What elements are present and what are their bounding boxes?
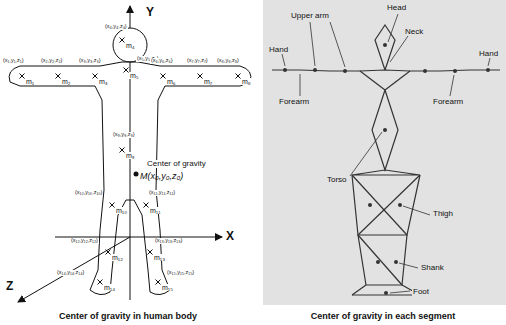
mass-label: m₁₃ <box>153 254 166 261</box>
segment-label: Foot <box>412 288 430 296</box>
coordinate-label: (x₁₀,y₁₀,z₁₀) <box>74 190 103 196</box>
mass-label: m₈ <box>241 78 252 85</box>
z-axis <box>18 237 130 302</box>
coordinate-label: (x₁₃,y₁₃,z₁₃) <box>154 238 183 244</box>
stick-figure <box>272 25 500 295</box>
coordinate-label: (x₉,y₉,z₉) <box>112 132 136 138</box>
segment-label: Neck <box>404 28 424 36</box>
segment-label: Torso <box>326 176 348 184</box>
mass-cross <box>236 74 241 79</box>
body-outline <box>9 62 251 295</box>
coordinate-label: (x₈,y₈,z₈) <box>216 58 240 64</box>
coordinate-label: (x₁,y₁,z₁) <box>2 58 25 64</box>
mass-label: m₁₁ <box>149 207 162 214</box>
coordinate-label: (x₇,y₇,z₇) <box>186 58 209 64</box>
segment-label: Upper arm <box>290 12 330 20</box>
mass-cross <box>98 280 103 285</box>
coordinate-label: (x₃,y₃,z₃) <box>78 58 102 64</box>
mass-label: m₄ <box>125 42 136 49</box>
segment-label: Hand <box>268 46 289 54</box>
mass-cross <box>56 74 61 79</box>
mass-cross <box>120 148 125 153</box>
mass-cross <box>161 74 166 79</box>
mass-cross <box>148 250 153 255</box>
mass-cross <box>93 74 98 79</box>
axis-label: Z <box>6 280 13 292</box>
axis-label: Y <box>146 6 154 18</box>
mass-label: m₉ <box>125 152 136 159</box>
segment-label: Hand <box>478 50 499 58</box>
coordinate-label: (x₆,y₆,z₆) <box>150 58 174 64</box>
mass-label: m₁₄ <box>103 284 116 291</box>
mass-label: m₁₅ <box>161 284 174 291</box>
coordinate-label: (x₁₅,y₁₅,z₁₅) <box>166 270 195 276</box>
gravity-label: Center of gravity <box>146 160 207 168</box>
photo-panel <box>263 0 506 305</box>
mass-cross <box>156 280 161 285</box>
mass-label: m₂ <box>61 78 72 85</box>
mass-cross <box>124 68 129 73</box>
segment-label: Thigh <box>432 210 454 218</box>
mass-cross <box>198 74 203 79</box>
gravity-coordinate: M(x₀,y₀,z₀) <box>140 172 183 181</box>
segment-label: Shank <box>420 264 445 272</box>
coordinate-label: (x₂,y₂,z₂) <box>40 58 63 64</box>
leader-lines <box>282 14 490 293</box>
coordinate-label: (x₁₂,y₁₂,z₁₂) <box>70 238 99 244</box>
mass-label: m₅ <box>129 72 140 79</box>
caption: Center of gravity in human body <box>59 312 197 321</box>
axis-label: X <box>226 230 234 242</box>
mass-label: m₁₂ <box>111 254 124 261</box>
coordinate-label: (x₁₄,y₁₄,z₁₄) <box>56 270 85 276</box>
gravity-dot <box>134 172 139 177</box>
mass-label: m₇ <box>203 78 213 85</box>
mass-cross <box>120 38 125 43</box>
coordinate-label: (x₁₁,y₁₁,z₁₁) <box>148 190 176 196</box>
mass-label: m₆ <box>166 78 177 85</box>
coordinate-label: (x₄,y₄,z₄) <box>104 24 128 30</box>
mass-cross <box>20 74 25 79</box>
mass-label: m₃ <box>98 78 109 85</box>
segment-label: Forearm <box>432 98 464 106</box>
segment-label: Forearm <box>278 98 310 106</box>
segment-dots <box>283 43 490 295</box>
caption: Center of gravity in each segment <box>311 312 456 321</box>
mass-label: m₁ <box>25 78 35 85</box>
mass-cross <box>106 250 111 255</box>
segment-label: Head <box>386 4 407 12</box>
mass-cross <box>110 203 115 208</box>
mass-label: m₁₀ <box>115 207 128 214</box>
mass-crosses <box>20 38 241 285</box>
mass-cross <box>144 203 149 208</box>
